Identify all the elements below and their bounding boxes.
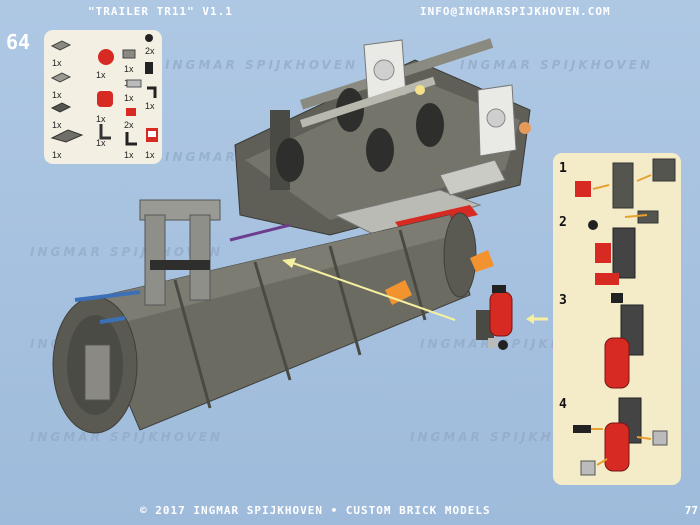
black-bracket-icon <box>125 132 137 146</box>
substep-number: 1 <box>559 161 567 176</box>
substep-number: 4 <box>559 397 567 412</box>
printed-tile-icon <box>146 128 158 142</box>
part-qty: 1x <box>52 150 62 160</box>
subassembly-panel: 1 2 3 4 <box>553 153 681 485</box>
subassembly-illustration <box>573 158 676 476</box>
part-qty: 2x <box>124 120 134 130</box>
white-panels <box>363 39 517 157</box>
part-qty: 1x <box>96 138 106 148</box>
axle-assembly <box>276 76 531 182</box>
angled-connector-icon <box>147 86 157 98</box>
part-qty: 1x <box>52 90 62 100</box>
front-frame <box>74 199 291 324</box>
part-qty: 1x <box>145 101 155 111</box>
red-tile-icon <box>126 108 136 116</box>
substep-number: 2 <box>559 215 567 230</box>
header-title: "TRAILER TR11" V1.1 <box>88 5 233 18</box>
part-qty: 1x <box>52 120 62 130</box>
watermark: INGMAR SPIJKHOVEN <box>165 58 359 72</box>
parts-list-panel: 1x 1x 1x 2x 1x 1x 1x 1x 1x 1x 1x 2x 1x 1… <box>44 30 162 164</box>
callout-arrow-icon <box>526 314 548 324</box>
watermark: INGMAR SPIJKHOVEN <box>30 430 224 444</box>
header-email: INFO@INGMARSPIJKHOVEN.COM <box>420 5 611 18</box>
small-plate-icon <box>122 49 136 59</box>
long-plate-icon <box>50 129 84 143</box>
step-number: 64 <box>6 30 31 54</box>
substep-number: 3 <box>559 293 567 308</box>
part-qty: 1x <box>96 70 106 80</box>
black-pin-icon <box>145 34 153 42</box>
red-dome-icon <box>98 49 114 65</box>
page-number: 77 <box>684 504 698 517</box>
part-qty: 1x <box>52 58 62 68</box>
footer-copyright: © 2017 INGMAR SPIJKHOVEN • CUSTOM BRICK … <box>140 504 491 517</box>
watermark: INGMAR SPIJKHOVEN <box>460 58 654 72</box>
part-qty: 1x <box>145 150 155 160</box>
extinguisher-assembly <box>282 258 513 350</box>
part-qty: 2x <box>145 46 155 56</box>
hinge-icon <box>126 79 142 88</box>
tile-icon <box>50 72 72 83</box>
part-qty: 1x <box>124 150 134 160</box>
watermark: INGMAR SPIJKHOVEN <box>30 245 224 259</box>
bracket-icon <box>99 124 111 140</box>
dark-plate-icon <box>50 102 72 113</box>
part-qty: 1x <box>124 64 134 74</box>
gray-plate-icon <box>50 40 72 51</box>
part-qty: 1x <box>96 114 106 124</box>
watermark: INGMAR SPIJKHOVEN <box>410 430 604 444</box>
round-brick-icon <box>145 62 153 74</box>
part-qty: 1x <box>124 93 134 103</box>
red-cylinder-icon <box>97 91 113 107</box>
tank <box>52 212 477 434</box>
